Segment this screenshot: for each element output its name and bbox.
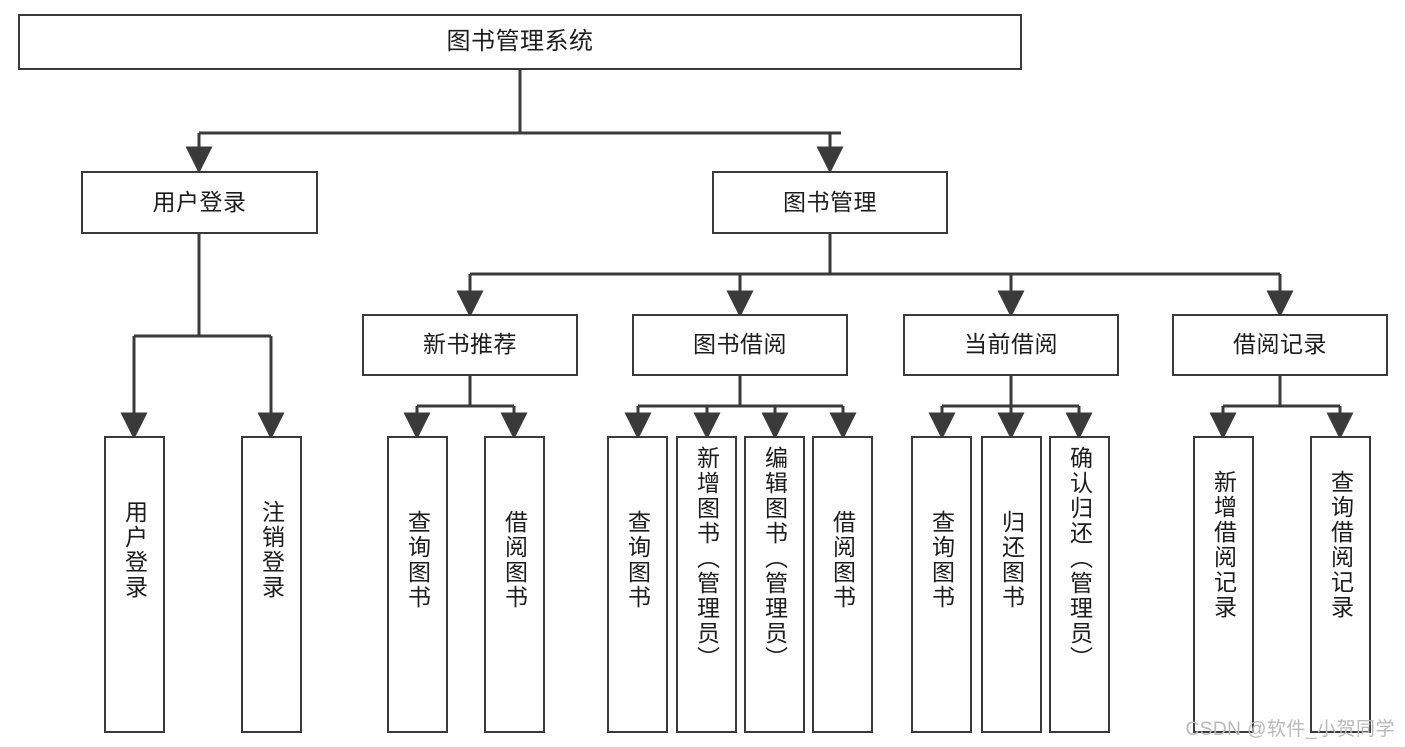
node-new-book-recommend-label: 新书推荐 — [423, 331, 517, 358]
leaf-book-borrow-borrow-book[interactable]: 借阅图书 — [812, 436, 873, 733]
node-book-management-label: 图书管理 — [783, 188, 877, 215]
leaf-current-borrow-confirm-return-admin-label: 确认归还（管理员） — [1066, 446, 1093, 671]
node-book-borrow-label: 图书借阅 — [693, 331, 787, 358]
leaf-book-borrow-edit-book-admin[interactable]: 编辑图书（管理员） — [744, 436, 805, 733]
leaf-current-borrow-confirm-return-admin[interactable]: 确认归还（管理员） — [1049, 436, 1110, 733]
csdn-watermark: CSDN @软件_小贺同学 — [1185, 719, 1395, 740]
leaf-new-book-borrow-book[interactable]: 借阅图书 — [484, 436, 545, 733]
node-current-borrow-label: 当前借阅 — [964, 331, 1058, 358]
leaf-new-book-query-book-label: 查询图书 — [404, 510, 431, 610]
leaf-book-borrow-borrow-book-label: 借阅图书 — [829, 510, 856, 610]
leaf-borrow-record-query-record[interactable]: 查询借阅记录 — [1310, 436, 1371, 733]
leaf-borrow-record-query-record-label: 查询借阅记录 — [1327, 470, 1354, 620]
leaf-user-login-logout-label: 注销登录 — [258, 500, 285, 600]
leaf-borrow-record-add-record[interactable]: 新增借阅记录 — [1193, 436, 1254, 733]
leaf-user-login-login[interactable]: 用户登录 — [104, 436, 165, 733]
leaf-new-book-borrow-book-label: 借阅图书 — [501, 510, 528, 610]
node-book-borrow[interactable]: 图书借阅 — [632, 314, 848, 376]
node-root-label: 图书管理系统 — [446, 27, 594, 55]
node-book-management[interactable]: 图书管理 — [712, 171, 948, 234]
node-user-login[interactable]: 用户登录 — [81, 171, 318, 234]
node-root-book-management-system[interactable]: 图书管理系统 — [18, 14, 1022, 70]
leaf-book-borrow-add-book-admin-label: 新增图书（管理员） — [693, 446, 720, 671]
leaf-book-borrow-query-book-label: 查询图书 — [624, 510, 651, 610]
node-user-login-label: 用户登录 — [152, 188, 247, 215]
leaf-current-borrow-query-book[interactable]: 查询图书 — [911, 436, 972, 733]
leaf-borrow-record-add-record-label: 新增借阅记录 — [1210, 470, 1237, 620]
leaf-book-borrow-add-book-admin[interactable]: 新增图书（管理员） — [676, 436, 737, 733]
leaf-book-borrow-query-book[interactable]: 查询图书 — [607, 436, 668, 733]
leaf-book-borrow-edit-book-admin-label: 编辑图书（管理员） — [761, 446, 788, 671]
leaf-user-login-login-label: 用户登录 — [121, 500, 148, 600]
leaf-new-book-query-book[interactable]: 查询图书 — [387, 436, 448, 733]
leaf-user-login-logout[interactable]: 注销登录 — [241, 436, 302, 733]
node-new-book-recommend[interactable]: 新书推荐 — [362, 314, 578, 376]
leaf-current-borrow-return-book[interactable]: 归还图书 — [981, 436, 1042, 733]
node-borrow-record-label: 借阅记录 — [1233, 331, 1327, 358]
leaf-current-borrow-return-book-label: 归还图书 — [998, 510, 1025, 610]
leaf-current-borrow-query-book-label: 查询图书 — [928, 510, 955, 610]
node-borrow-record[interactable]: 借阅记录 — [1172, 314, 1388, 376]
node-current-borrow[interactable]: 当前借阅 — [903, 314, 1119, 376]
